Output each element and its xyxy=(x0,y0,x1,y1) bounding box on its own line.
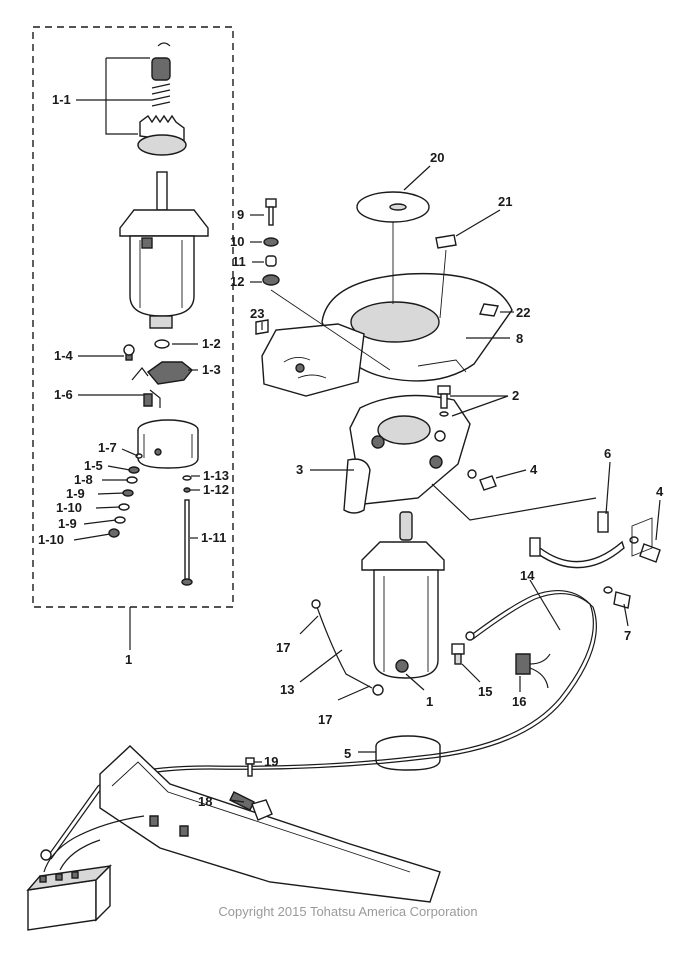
callout-8: 8 xyxy=(516,331,523,346)
callout-3: 3 xyxy=(296,462,303,477)
callout-1-12: 1-12 xyxy=(203,482,229,497)
callout-1-10-second: 1-10 xyxy=(38,532,64,547)
callout-1-9-second: 1-9 xyxy=(58,516,77,531)
starter-motor-exploded xyxy=(119,171,209,349)
callout-18: 18 xyxy=(198,794,212,809)
brush-holder xyxy=(123,344,193,408)
callout-16: 16 xyxy=(512,694,526,709)
callout-1-7: 1-7 xyxy=(98,440,117,455)
callout-1-2: 1-2 xyxy=(202,336,221,351)
callout-19: 19 xyxy=(264,754,278,769)
copyright-notice: Copyright 2015 Tohatsu America Corporati… xyxy=(218,904,478,919)
flywheel-cover xyxy=(321,272,513,382)
callout-15: 15 xyxy=(478,684,492,699)
callout-20: 20 xyxy=(430,150,444,165)
callout-21: 21 xyxy=(498,194,512,209)
washer-stack xyxy=(108,453,143,538)
callout-1-10: 1-10 xyxy=(56,500,82,515)
callout-1-assembly: 1 xyxy=(125,652,132,667)
callout-1-5: 1-5 xyxy=(84,458,103,473)
decal-21 xyxy=(435,234,457,319)
pinion-gear-set xyxy=(105,42,187,156)
callout-7: 7 xyxy=(624,628,631,643)
callout-1-13: 1-13 xyxy=(203,468,229,483)
lower-frame xyxy=(99,745,441,903)
bolt-7 xyxy=(603,586,631,609)
callout-17-upper: 17 xyxy=(276,640,290,655)
callout-6: 6 xyxy=(604,446,611,461)
bolt-4-right xyxy=(629,517,661,563)
starter-band xyxy=(529,511,625,569)
callout-13: 13 xyxy=(280,682,294,697)
harness-16 xyxy=(515,653,551,689)
starter-bracket xyxy=(343,394,471,514)
through-bolt xyxy=(181,475,193,586)
callout-2: 2 xyxy=(512,388,519,403)
callout-1-starter: 1 xyxy=(426,694,433,709)
bracket-18 xyxy=(229,791,273,821)
end-frame xyxy=(137,419,199,469)
plug-15 xyxy=(451,643,465,665)
callout-1-11: 1-11 xyxy=(201,530,226,545)
callout-12: 12 xyxy=(230,274,244,289)
subassembly-box xyxy=(32,26,234,608)
callout-5: 5 xyxy=(344,746,351,761)
callout-10: 10 xyxy=(230,234,244,249)
bolt-and-washers-9-12 xyxy=(262,198,391,371)
callout-22: 22 xyxy=(516,305,530,320)
callout-1-1: 1-1 xyxy=(52,92,71,107)
ring-5 xyxy=(375,735,441,771)
starter-motor xyxy=(361,511,445,679)
callout-23: 23 xyxy=(250,306,264,321)
callout-11: 11 xyxy=(232,254,246,269)
callout-9: 9 xyxy=(237,207,244,222)
battery xyxy=(26,815,145,931)
bolt-19 xyxy=(245,757,255,777)
callout-4-right: 4 xyxy=(656,484,664,499)
decal-22 xyxy=(479,303,499,317)
bracket-plate-23 xyxy=(255,319,365,397)
bolt-2 xyxy=(437,385,451,417)
callout-1-8: 1-8 xyxy=(74,472,93,487)
callout-1-4: 1-4 xyxy=(54,348,74,363)
bolt-4-upper xyxy=(467,469,497,491)
cap-plate xyxy=(356,191,430,304)
callout-17-lower: 17 xyxy=(318,712,332,727)
callout-1-3: 1-3 xyxy=(202,362,221,377)
callout-14: 14 xyxy=(520,568,535,583)
cable-14 xyxy=(47,590,597,860)
callout-4-upper: 4 xyxy=(530,462,538,477)
callout-1-6: 1-6 xyxy=(54,387,73,402)
cable-13 xyxy=(311,599,384,696)
callout-1-9: 1-9 xyxy=(66,486,85,501)
